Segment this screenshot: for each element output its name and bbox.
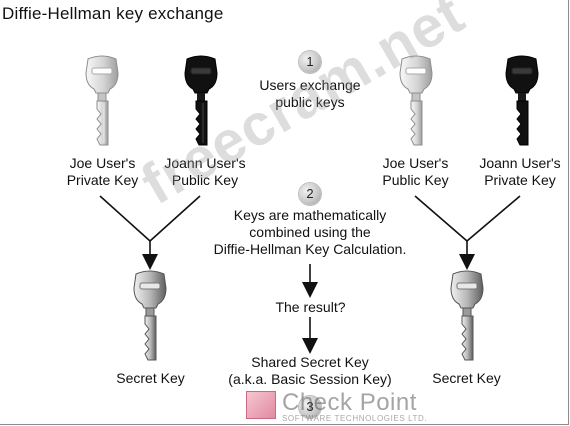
step-2-text-line3: Diffie-Hellman Key Calculation.	[213, 241, 407, 257]
diagram-title: Diffie-Hellman key exchange	[2, 4, 224, 23]
right-connector-line	[466, 195, 521, 242]
left-connector-line	[99, 195, 151, 242]
shared-secret-line1: Shared Secret Key	[251, 354, 369, 370]
right-key-label: Joann User's Private Key	[470, 155, 570, 189]
secret-key-icon	[450, 270, 484, 361]
left-key-label-line2: Private Key	[66, 172, 139, 188]
left-key-label-line1: Joe User's	[69, 155, 136, 171]
step-2-text: Keys are mathematically combined using t…	[205, 207, 415, 258]
left-key-label: Joann User's Public Key	[155, 155, 255, 189]
step-3-badge: 3	[299, 396, 321, 418]
step-2-text-line2: combined using the	[249, 224, 371, 240]
shared-secret-line2: (a.k.a. Basic Session Key)	[228, 371, 392, 387]
checkpoint-logo-icon	[246, 391, 276, 419]
right-key-label-line1: Joe User's	[382, 155, 449, 171]
step-1-text-line1: Users exchange	[259, 77, 361, 93]
right-connector-line	[414, 195, 468, 242]
right-key-label-line1: Joann User's	[479, 155, 561, 171]
shared-secret-label: Shared Secret Key (a.k.a. Basic Session …	[220, 354, 400, 388]
secret-key-icon	[133, 270, 167, 361]
step-1-text: Users exchange public keys	[240, 77, 380, 111]
step-2-text-line1: Keys are mathematically	[233, 207, 387, 223]
left-connector-line	[149, 195, 201, 242]
result-question: The result?	[275, 299, 346, 315]
step-2-badge: 2	[299, 183, 321, 205]
right-key-label: Joe User's Public Key	[368, 155, 463, 189]
checkpoint-logo-tagline: SOFTWARE TECHNOLOGIES LTD.	[282, 414, 428, 423]
step-1-badge: 1	[299, 51, 321, 73]
dark-key-icon	[184, 55, 218, 146]
right-key-label-line2: Private Key	[484, 172, 556, 188]
checkpoint-logo-text: Check Point	[282, 389, 417, 416]
light-key-icon	[399, 55, 433, 146]
light-key-icon	[85, 55, 119, 146]
right-key-label-line2: Public Key	[382, 172, 449, 188]
dark-key-icon	[505, 55, 539, 146]
left-key-label-line2: Public Key	[171, 172, 239, 188]
left-key-label-line1: Joann User's	[164, 155, 246, 171]
right-secret-key-label: Secret Key	[432, 370, 501, 386]
left-secret-key-label: Secret Key	[116, 370, 185, 386]
left-key-label: Joe User's Private Key	[55, 155, 150, 189]
step-1-text-line2: public keys	[275, 94, 345, 110]
